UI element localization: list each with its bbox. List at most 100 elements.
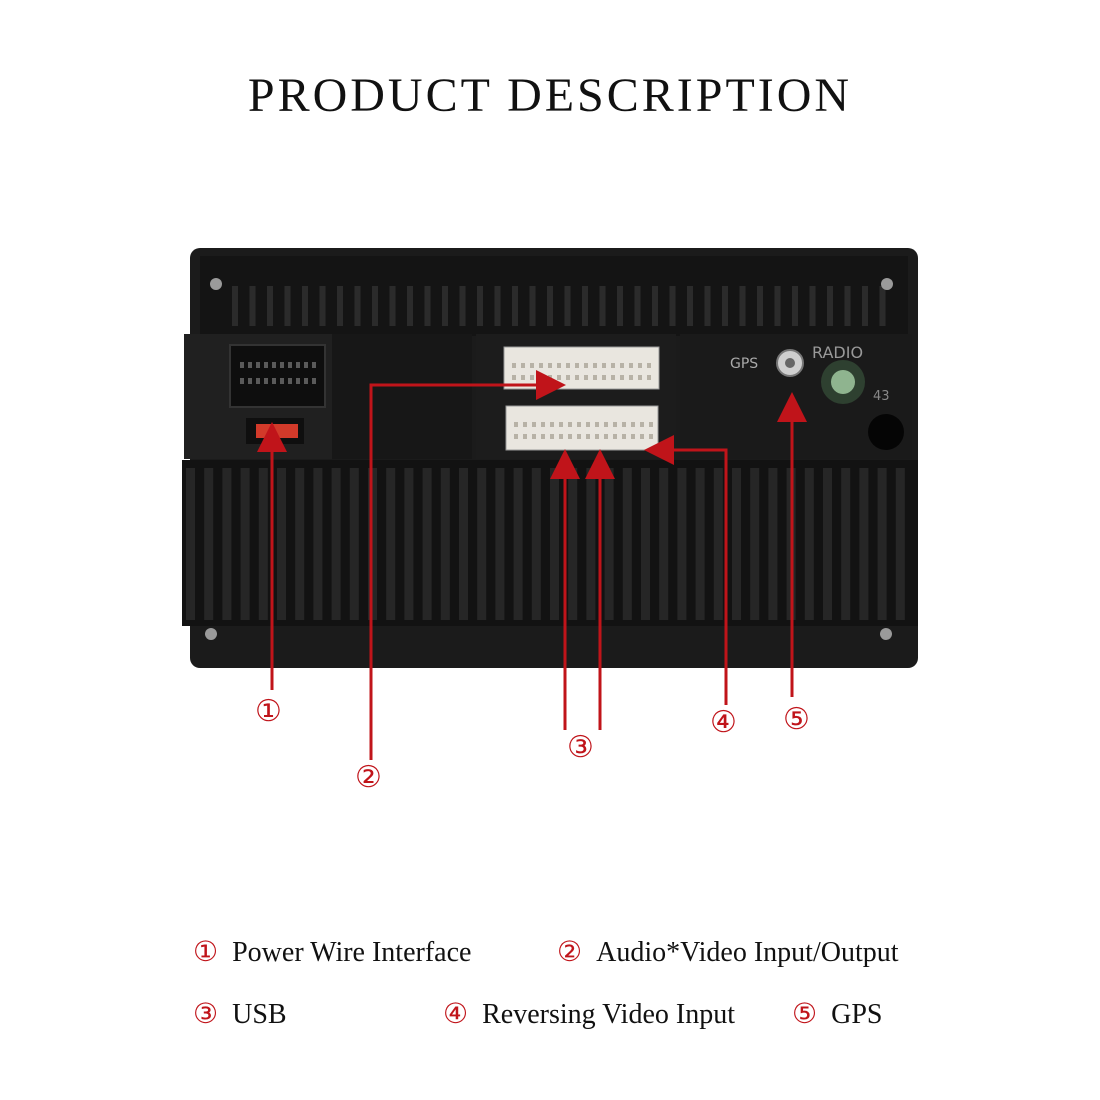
- legend-text: GPS: [831, 999, 883, 1030]
- vent-slot: [354, 286, 361, 326]
- heat-sink-fin: [841, 468, 851, 620]
- connector-pin: [256, 362, 260, 368]
- av-connector-bottom: [505, 405, 659, 451]
- heat-sink-fin: [277, 468, 286, 620]
- connector-pin: [296, 362, 300, 368]
- legend-number: ④: [443, 997, 469, 1030]
- connector-pin: [566, 363, 570, 368]
- connector-pins: [512, 363, 653, 439]
- legend-item-4: ④ Reversing Video Input: [443, 997, 735, 1031]
- connector-pin: [593, 363, 597, 368]
- connector-pin: [613, 422, 617, 427]
- callout-5: ⑤: [783, 702, 810, 737]
- page-title: PRODUCT DESCRIPTION: [247, 69, 853, 122]
- heat-sink-fin: [877, 468, 887, 620]
- heat-sink-fin: [713, 468, 723, 620]
- connector-pin: [514, 434, 518, 439]
- heat-sink-fin: [513, 468, 523, 620]
- gps-port-label: GPS: [730, 356, 758, 372]
- heat-sink-fin: [750, 468, 760, 620]
- connector-pin: [550, 422, 554, 427]
- connector-pin: [575, 363, 579, 368]
- legend-text: Reversing Video Input: [482, 999, 735, 1030]
- connector-pin: [577, 434, 581, 439]
- heat-sink-fins: [186, 468, 905, 620]
- connector-pin: [532, 434, 536, 439]
- connector-pin: [304, 378, 308, 384]
- connector-pin: [512, 363, 516, 368]
- connector-pin: [523, 434, 527, 439]
- vent-slot: [302, 286, 308, 326]
- heat-sink-fin: [349, 468, 359, 620]
- heat-sink-fin: [186, 468, 195, 620]
- connector-pin: [620, 363, 624, 368]
- vent-slot: [739, 286, 746, 326]
- heat-sink-fin: [240, 468, 250, 620]
- heat-sink-fin: [404, 468, 414, 620]
- connector-pin: [640, 434, 644, 439]
- heat-sink-fin: [895, 468, 905, 620]
- legend-text: Power Wire Interface: [232, 937, 472, 968]
- connector-pin: [264, 362, 268, 368]
- connector-pin: [264, 378, 268, 384]
- connector-pin: [296, 378, 300, 384]
- connector-pin: [568, 422, 572, 427]
- connector-pin: [559, 434, 563, 439]
- connector-pin: [280, 362, 284, 368]
- connector-pin: [611, 375, 615, 380]
- power-connector-pins: [240, 362, 316, 384]
- connector-pin: [620, 375, 624, 380]
- connector-pin: [557, 375, 561, 380]
- connector-pin: [521, 375, 525, 380]
- connector-pin: [613, 434, 617, 439]
- connector-pin: [640, 422, 644, 427]
- connector-pin: [530, 375, 534, 380]
- vent-slot: [442, 286, 448, 326]
- callout-3: ③: [567, 730, 594, 765]
- heat-sink-fin: [295, 468, 305, 620]
- connector-pin: [602, 363, 606, 368]
- heat-sink-fin: [586, 468, 596, 620]
- connector-pin: [539, 363, 543, 368]
- connector-pin: [649, 434, 653, 439]
- heat-sink-fin: [440, 468, 450, 620]
- connector-pin: [559, 422, 563, 427]
- connector-pin: [541, 434, 545, 439]
- connector-pin: [622, 434, 626, 439]
- vent-slot: [827, 286, 833, 326]
- vent-slot: [879, 286, 886, 326]
- mount-hole-top: [868, 414, 904, 450]
- power-connector: [229, 344, 326, 408]
- connector-pin: [272, 362, 276, 368]
- screw: [880, 628, 892, 640]
- vent-slot: [862, 286, 868, 326]
- connector-pin: [557, 363, 561, 368]
- connector-pin: [248, 378, 252, 384]
- vent-slot: [337, 286, 343, 326]
- connector-pin: [586, 434, 590, 439]
- callout-lines: [257, 370, 807, 760]
- connector-pin: [312, 378, 316, 384]
- connector-pin: [649, 422, 653, 427]
- heat-sink-fin: [386, 468, 396, 620]
- legend-text: USB: [232, 999, 287, 1030]
- legend-item-3: ③ USB: [193, 997, 287, 1031]
- callout-4: ④: [710, 705, 737, 740]
- connector-pin: [240, 378, 244, 384]
- connector-pin: [240, 362, 244, 368]
- legend-number: ③: [193, 997, 219, 1030]
- heat-sink-fin: [495, 468, 505, 620]
- legend-text: Audio*Video Input/Output: [596, 937, 899, 968]
- connector-pin: [288, 362, 292, 368]
- heat-sink-fin: [477, 468, 487, 620]
- connector-pin: [272, 378, 276, 384]
- heat-sink-fin: [695, 468, 705, 620]
- connector-pin: [280, 378, 284, 384]
- hole-label-top: 43: [873, 389, 890, 404]
- connector-pin: [647, 375, 651, 380]
- connector-pin: [312, 362, 316, 368]
- connector-pin: [548, 375, 552, 380]
- connector-pin: [593, 375, 597, 380]
